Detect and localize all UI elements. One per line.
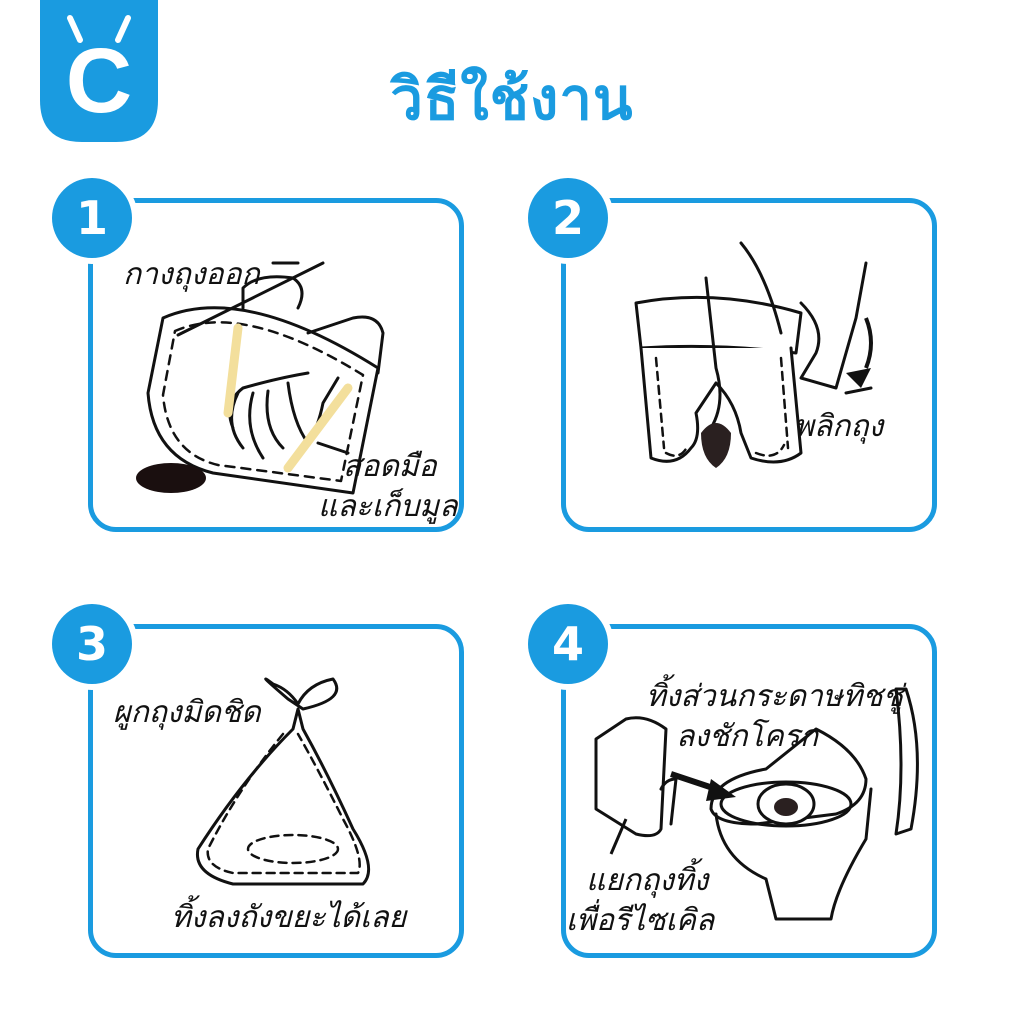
toilet-illustration <box>594 687 919 921</box>
step-1-panel: กางถุงออก สอดมือ และเก็บมูล <box>88 198 464 532</box>
step-2-panel: พลิกถุง <box>561 198 937 532</box>
step-1-badge: 1 <box>52 178 132 258</box>
step-4-badge: 4 <box>528 604 608 684</box>
step-3-label-discard: ทิ้งลงถังขยะได้เลย <box>171 900 407 935</box>
step-2-label-flip: พลิกถุง <box>794 409 884 444</box>
tied-bag-illustration <box>195 677 371 886</box>
arrow-to-toilet <box>670 771 717 792</box>
step-1-label-open: กางถุงออก <box>123 257 260 292</box>
open-bag-hand-illustration <box>136 261 385 495</box>
step-1-label-insert-1: สอดมือ <box>343 449 437 484</box>
step-4-label-flush-1: ทิ้งส่วนกระดาษทิชชู่ <box>646 679 904 714</box>
waste-spot <box>136 463 206 493</box>
step-4-panel: ทิ้งส่วนกระดาษทิชชู่ ลงชักโครก แยกถุงทิ้… <box>561 624 937 958</box>
logo-letter: C <box>66 30 132 132</box>
step-4-label-recycle-2: เพื่อรีไซเคิล <box>566 903 715 938</box>
page-title: วิธีใช้งาน <box>390 65 634 133</box>
step-3-panel: ผูกถุงมิดชิด ทิ้งลงถังขยะได้เลย <box>88 624 464 958</box>
step-3-badge: 3 <box>52 604 132 684</box>
curved-arrow <box>864 317 873 369</box>
flip-bag-illustration <box>634 241 873 468</box>
step-4-label-flush-2: ลงชักโครก <box>676 719 819 754</box>
step-3-label-tie: ผูกถุงมิดชิด <box>113 695 261 730</box>
step-4-label-recycle-1: แยกถุงทิ้ง <box>586 863 709 898</box>
step-2-badge: 2 <box>528 178 608 258</box>
step-1-label-insert-2: และเก็บมูล <box>318 489 458 524</box>
brand-logo: C <box>40 0 158 142</box>
